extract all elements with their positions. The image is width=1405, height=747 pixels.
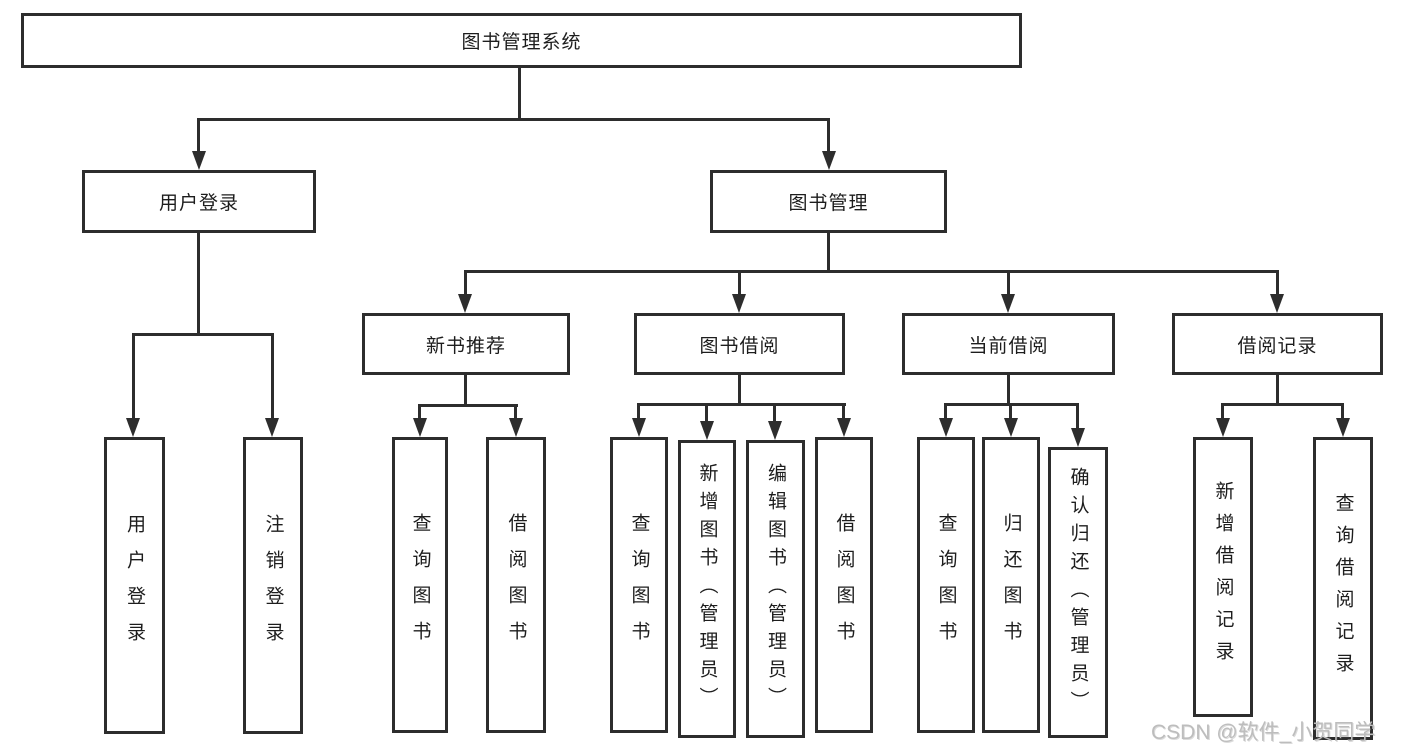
node-label: 编辑图书（管理员） — [765, 463, 786, 715]
node-new-book-recommend: 新书推荐 — [362, 313, 570, 375]
arrow-down-icon — [1216, 418, 1230, 437]
connector-drop-borrow-query — [637, 406, 640, 419]
connector-drop-book-borrow — [738, 273, 741, 295]
connector-drop-borrow-edit — [773, 406, 776, 422]
node-label: 图书管理 — [788, 193, 869, 214]
arrow-down-icon — [509, 418, 523, 437]
leaf-user-login: 用户登录 — [104, 437, 165, 734]
node-label: 图书管理系统 — [461, 32, 582, 53]
connector-drop-borrow-records — [1276, 273, 1279, 295]
arrow-down-icon — [632, 418, 646, 437]
connector-current-branch — [944, 403, 1079, 406]
connector-drop-records-add — [1221, 406, 1224, 419]
node-label: 新书推荐 — [425, 335, 506, 357]
node-label: 查询图书 — [628, 513, 650, 657]
leaf-recommend-borrow-books: 借阅图书 — [486, 437, 546, 733]
node-root: 图书管理系统 — [21, 13, 1022, 68]
arrow-down-icon — [837, 418, 851, 437]
connector-current-stem — [1007, 375, 1010, 405]
leaf-current-query-books: 查询图书 — [917, 437, 975, 733]
connector-drop-book-management — [827, 121, 830, 153]
watermark: CSDN @软件_小贺同学 — [1151, 721, 1376, 744]
connector-borrow-branch — [637, 403, 846, 406]
node-book-management: 图书管理 — [710, 170, 947, 233]
leaf-borrow-add-books-admin: 新增图书（管理员） — [678, 440, 736, 738]
node-book-borrow: 图书借阅 — [634, 313, 845, 375]
node-label: 归还图书 — [1000, 513, 1022, 657]
connector-root-branch — [197, 118, 830, 121]
arrow-down-icon — [458, 294, 472, 313]
arrow-down-icon — [192, 151, 206, 170]
arrow-down-icon — [413, 418, 427, 437]
arrow-down-icon — [1001, 294, 1015, 313]
leaf-current-return-books: 归还图书 — [982, 437, 1040, 733]
leaf-records-query-record: 查询借阅记录 — [1313, 437, 1373, 740]
connector-drop-leaf-user-login — [132, 336, 135, 419]
arrow-down-icon — [1071, 428, 1085, 447]
arrow-down-icon — [1270, 294, 1284, 313]
leaf-logout: 注销登录 — [243, 437, 303, 734]
node-label: 图书借阅 — [699, 335, 780, 357]
arrow-down-icon — [700, 421, 714, 440]
arrow-down-icon — [265, 418, 279, 437]
node-label: 查询借阅记录 — [1332, 492, 1354, 685]
connector-drop-new-book — [464, 273, 467, 295]
node-label: 新增借阅记录 — [1212, 481, 1234, 673]
arrow-down-icon — [822, 151, 836, 170]
node-label: 查询图书 — [935, 513, 957, 657]
connector-root-stem — [518, 68, 521, 118]
arrow-down-icon — [768, 421, 782, 440]
connector-drop-borrow-add — [705, 406, 708, 422]
node-user-login-group: 用户登录 — [82, 170, 316, 233]
leaf-recommend-query-books: 查询图书 — [392, 437, 448, 733]
leaf-borrow-borrow-books: 借阅图书 — [815, 437, 873, 733]
node-label: 用户登录 — [124, 513, 145, 658]
connector-drop-user-login — [197, 121, 200, 153]
connector-rec-branch — [418, 404, 518, 407]
leaf-current-confirm-return-admin: 确认归还（管理员） — [1048, 447, 1108, 738]
arrow-down-icon — [126, 418, 140, 437]
connector-rec-stem — [464, 375, 467, 406]
connector-drop-current-confirm — [1076, 406, 1079, 429]
node-label: 查询图书 — [409, 513, 431, 657]
connector-login-stem — [197, 232, 200, 336]
node-borrow-records: 借阅记录 — [1172, 313, 1383, 375]
node-label: 用户登录 — [158, 193, 239, 214]
arrow-down-icon — [1336, 418, 1350, 437]
connector-mgmt-branch — [464, 270, 1279, 273]
node-label: 当前借阅 — [968, 335, 1049, 357]
arrow-down-icon — [939, 418, 953, 437]
connector-drop-current-query — [944, 406, 947, 419]
node-label: 确认归还（管理员） — [1067, 466, 1089, 719]
connector-drop-rec-borrow — [514, 407, 517, 419]
connector-drop-rec-query — [418, 407, 421, 419]
connector-drop-current-borrow — [1007, 273, 1010, 295]
node-label: 借阅图书 — [505, 513, 527, 657]
leaf-borrow-query-books: 查询图书 — [610, 437, 668, 733]
connector-records-stem — [1276, 375, 1279, 405]
connector-drop-borrow-borrow — [842, 406, 845, 419]
node-label: 借阅图书 — [833, 513, 855, 657]
arrow-down-icon — [1004, 418, 1018, 437]
connector-records-branch — [1221, 403, 1344, 406]
connector-borrow-stem — [738, 375, 741, 405]
node-label: 注销登录 — [262, 513, 284, 658]
connector-drop-current-return — [1009, 406, 1012, 419]
arrow-down-icon — [732, 294, 746, 313]
connector-mgmt-stem — [827, 233, 830, 273]
node-current-borrow: 当前借阅 — [902, 313, 1115, 375]
leaf-borrow-edit-books-admin: 编辑图书（管理员） — [746, 440, 805, 738]
connector-drop-records-query — [1341, 406, 1344, 419]
node-label: 新增图书（管理员） — [696, 463, 718, 715]
connector-drop-leaf-logout — [271, 336, 274, 419]
node-label: 借阅记录 — [1237, 335, 1318, 357]
leaf-records-add-record: 新增借阅记录 — [1193, 437, 1253, 717]
connector-login-branch — [132, 333, 274, 336]
